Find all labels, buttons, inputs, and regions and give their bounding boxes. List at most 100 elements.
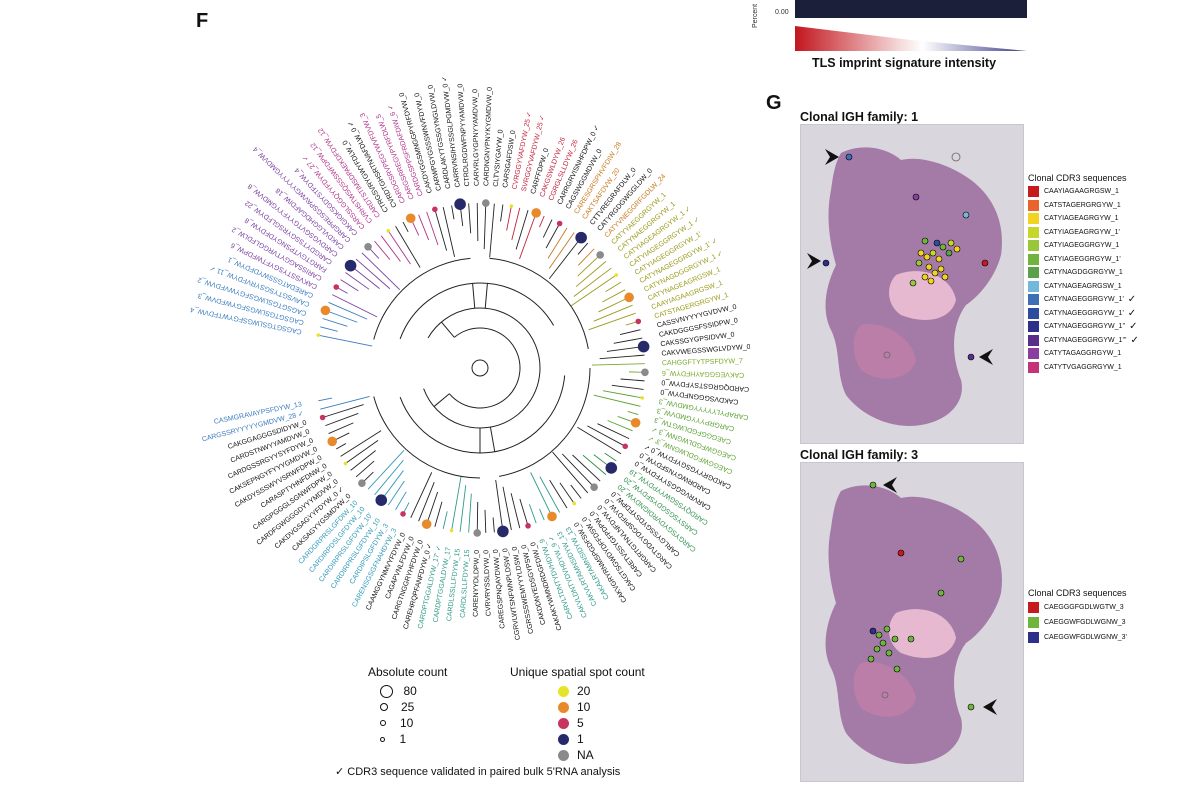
tree-root xyxy=(471,359,489,377)
spot-label: 5 xyxy=(577,716,584,730)
sequence-label: CATYIAGEGGRGYW_1' xyxy=(1044,255,1121,263)
leaf-spot-marker xyxy=(364,242,372,251)
leaf-spot-marker xyxy=(497,525,509,538)
leaf-spot-marker xyxy=(405,213,416,224)
leaf-spot-marker xyxy=(509,204,514,208)
leaf-branch xyxy=(539,215,545,228)
leaf-label: CAKVEGGGAYHFDYW_6 xyxy=(662,369,745,378)
leaf-branch xyxy=(328,302,368,320)
leaf-spot-marker xyxy=(605,462,618,474)
leaf-branch xyxy=(547,227,568,259)
tls-axis-label: Percent xyxy=(752,3,759,28)
inner-branch xyxy=(489,427,496,452)
leaf-branch xyxy=(451,476,462,531)
leaf-branch xyxy=(528,504,537,524)
leaf-spot-marker xyxy=(449,528,454,533)
leaf-branch xyxy=(320,326,338,332)
absolute-count-legend-item: 10 xyxy=(380,716,413,730)
leaf-branch xyxy=(332,294,378,318)
leaf-spot-marker xyxy=(572,501,577,506)
leaf-branch xyxy=(519,498,529,526)
leaf-branch xyxy=(489,203,495,258)
absolute-count-legend-item: 1 xyxy=(380,732,406,746)
unique-spot-legend-item: 5 xyxy=(558,716,584,730)
count-label: 10 xyxy=(400,716,414,730)
inner-branch xyxy=(433,393,450,407)
sequence-color-swatch xyxy=(1028,307,1039,319)
clonal-phylogenetic-tree: CAGSGTGSLWGSFGYWTFDVW_4CAGSGTGSLWGSFGYWF… xyxy=(190,75,750,640)
leaf-branch xyxy=(451,205,455,220)
leaf-branch xyxy=(380,235,401,262)
sequence-color-swatch xyxy=(1028,321,1039,332)
leaf-branch xyxy=(577,254,601,277)
family3-legend-title: Clonal CDR3 sequences xyxy=(1028,588,1127,598)
family1-title: Clonal IGH family: 1 xyxy=(800,110,919,124)
leaf-spot-marker xyxy=(640,396,645,400)
leaf-spot-marker xyxy=(320,305,331,316)
sequence-label: CAEGGWFGDLWGNW_3 xyxy=(1044,619,1126,626)
leaf-branch xyxy=(502,486,512,531)
leaf-branch xyxy=(575,261,607,287)
leaf-branch xyxy=(434,209,448,251)
sequence-color-swatch xyxy=(1028,213,1039,224)
sequence-label: CATYIAGEGGRGYW_1 xyxy=(1044,242,1120,249)
leaf-branch xyxy=(361,252,401,291)
leaf-spot-marker xyxy=(556,220,563,227)
sequence-legend-item: CATYIAGEGGRGYW_1 xyxy=(1028,240,1119,251)
leaf-branch xyxy=(602,289,626,303)
tls-axis-tick: 0.00 xyxy=(775,9,789,16)
unique-spot-legend-item: 20 xyxy=(558,684,590,698)
leaf-spot-marker xyxy=(400,511,406,517)
clade-arc xyxy=(448,327,521,409)
leaf-branch xyxy=(325,412,359,427)
leaf-branch xyxy=(442,511,448,529)
sequence-label: CATYIAGEAGRGYW_1 xyxy=(1044,215,1119,222)
leaf-branch xyxy=(519,212,537,260)
leaf-spot-marker xyxy=(454,198,466,211)
leaf-branch xyxy=(591,363,645,366)
sequence-legend-item: CATYIAGEGGRGYW_1' xyxy=(1028,253,1121,265)
sequence-legend-item: CAAYIAGAAGRGSW_1 xyxy=(1028,186,1119,197)
leaf-branch xyxy=(561,453,595,488)
leaf-branch xyxy=(602,390,643,399)
leaf-branch xyxy=(459,485,467,532)
leaf-branch xyxy=(318,334,373,347)
sequence-legend-item: CATSTAGERGRGYW_1 xyxy=(1028,199,1121,211)
leaf-branch xyxy=(500,204,504,222)
clade-arc xyxy=(499,367,591,477)
sequence-color-swatch xyxy=(1028,602,1039,613)
leaf-branch xyxy=(570,274,617,307)
clade-arc xyxy=(399,282,555,340)
leaf-spot-marker xyxy=(386,229,391,233)
tree-branches xyxy=(318,203,645,533)
sequence-color-swatch xyxy=(1028,280,1039,292)
sequence-legend-item: CATYIAGEAGRGYW_1 xyxy=(1028,213,1119,224)
leaf-branch xyxy=(620,378,645,382)
leaf-branch xyxy=(577,426,622,455)
sequence-color-swatch xyxy=(1028,199,1039,211)
sequence-legend-item: CAEGGGFGDLWGTW_3 xyxy=(1028,602,1124,613)
sequence-label: CAEGGWFGDLWGNW_3' xyxy=(1044,634,1127,641)
sequence-color-swatch xyxy=(1028,294,1039,305)
leaf-spot-marker xyxy=(319,414,326,421)
leaf-spot-marker xyxy=(596,251,604,259)
leaf-spot-marker xyxy=(614,273,619,277)
count-circle-icon xyxy=(380,720,386,726)
clade-arc xyxy=(373,257,471,340)
leaf-branch xyxy=(549,479,568,509)
sequence-color-swatch xyxy=(1028,334,1039,346)
leaf-branch xyxy=(559,482,575,504)
leaf-branch xyxy=(573,267,612,297)
sequence-color-swatch xyxy=(1028,253,1039,265)
sequence-label: CATYTAGAGGRGYW_1 xyxy=(1044,350,1122,357)
sequence-color-swatch xyxy=(1028,186,1039,197)
leaf-spot-marker xyxy=(344,259,357,272)
family3-title: Clonal IGH family: 3 xyxy=(800,448,919,462)
unique-spot-legend-item: NA xyxy=(558,748,594,762)
leaf-branch xyxy=(542,219,553,238)
leaf-spot-marker xyxy=(482,199,490,207)
leaf-branch xyxy=(426,211,439,246)
leaf-branch xyxy=(322,404,364,418)
leaf-branch xyxy=(607,420,633,432)
footnote-text: CDR3 sequence validated in paired bulk 5… xyxy=(347,766,621,778)
